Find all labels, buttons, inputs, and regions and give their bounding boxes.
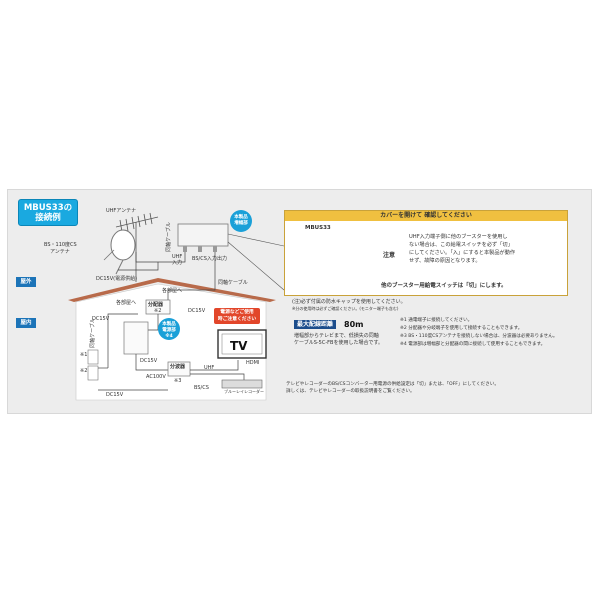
bs-antenna-label-2: アンテナ	[50, 249, 70, 255]
booster-badge: 本製品 増幅部	[230, 210, 252, 232]
power-badge-line-2: 電源部	[162, 328, 176, 333]
title-line-1: MBUS33の	[23, 203, 73, 213]
notice-caution-label: 注意	[383, 252, 396, 259]
switch-notice-box: カバーを開けて 確認してください MBUS33 注意 UHF入力端子側に他のブー…	[284, 210, 568, 296]
recorder-label: ブルーレイレコーダー	[224, 389, 264, 394]
dc15-label-b: DC15V	[188, 308, 206, 314]
notice-body-3: にしてください。「入」にすると本製品が動作	[409, 250, 516, 256]
branch-label-1: 各部屋へ	[162, 288, 183, 294]
zone-indoor-tag: 屋内	[16, 318, 36, 328]
bs-antenna-label-1: BS・110度CS	[44, 242, 77, 248]
booster-badge-line-2: 増幅部	[234, 221, 248, 226]
bottom-note-2: 詳しくは、テレビやレコーダーの取扱説明書をご覧ください。	[286, 389, 415, 394]
dc15-label-d: DC15V	[106, 392, 124, 398]
notice-bottom-text: 他のブースター用給電スイッチは「切」にします。	[381, 283, 507, 289]
spec-value: 80m	[344, 320, 364, 329]
notice-body-1: UHF入力端子側に他のブースターを使用し	[409, 234, 508, 240]
connection-diagram-panel: MBUS33の 接続例	[7, 189, 592, 414]
notice-body-4: せず、故障の原因となります。	[409, 258, 481, 264]
footnote-3: ※3 BS・110度CSアンテナを接続しない場合は、分波器は必要ありません。	[400, 334, 558, 339]
output-label: 出力	[217, 256, 228, 262]
footnote-1: ※1 通電端子に接続してください。	[400, 318, 473, 323]
caution-line-1: 電源などご使用	[220, 310, 254, 315]
coax-cable-label-1: 同軸ケーブル	[165, 222, 172, 252]
splitter1-label: 分配器	[148, 302, 164, 308]
bscs-input-label: BS/CS入力	[192, 256, 217, 262]
caution-badge: 電源などご使用 時ご注意ください	[214, 308, 260, 324]
hdmi-label: HDMI	[246, 360, 260, 366]
caution-line-2: 時ご注意ください	[217, 317, 257, 322]
zone-outdoor-tag: 屋外	[16, 277, 36, 287]
uhf-out-label: UHF	[204, 365, 215, 371]
house-roof	[68, 278, 276, 302]
booster-unit-icon	[177, 223, 229, 252]
dc15-label-a: DC15V	[92, 316, 110, 322]
notice-model-label: MBUS33	[305, 225, 331, 231]
dc15-label-c: DC15V	[140, 358, 158, 364]
spec-title: 最大配線距離	[294, 320, 337, 329]
uhf-input-label-1: UHF	[172, 254, 183, 260]
outlet-note-1: ※1	[80, 352, 88, 358]
coax-cable-label-2: 同軸ケーブル	[218, 280, 248, 286]
indoor-coax-label: 同軸ケーブル	[89, 318, 96, 348]
bs-dish-icon	[103, 229, 136, 275]
uhf-antenna-label: UHFアンテナ	[106, 208, 137, 214]
notice-body-2: ない場合は、この給電スイッチを必ず「切」	[409, 242, 513, 248]
spec-desc-1: 増幅部からテレビまで、低損失の同軸	[294, 333, 379, 339]
ac-label: AC100V	[146, 374, 166, 380]
top-note-1: (注)必ず付属の防水キャップを使用してください。	[292, 299, 406, 305]
branch-label-2: 各部屋へ	[116, 300, 137, 306]
footnote-4: ※4 電源部は増幅部と分配器の間に接続して使用することもできます。	[400, 342, 546, 347]
spec-desc-2: ケーブルS-5C-FBを使用した場合です。	[294, 340, 383, 346]
dc-outdoor-label: DC15V(電源供給)	[96, 276, 138, 282]
title-line-2: 接続例	[35, 213, 61, 223]
top-note-2: ※分の使用時は必ずご確認ください。(モニター端子も含む)	[292, 306, 399, 311]
splitter2-label: 分波器	[170, 364, 186, 370]
bscs-out-label: BS/CS	[194, 385, 209, 391]
splitter1-note: ※2	[154, 308, 162, 314]
splitter2-note: ※3	[174, 378, 182, 384]
title-badge: MBUS33の 接続例	[18, 199, 78, 226]
notice-header: カバーを開けて 確認してください	[285, 211, 567, 221]
bottom-note-1: テレビやレコーダーのBS/CSコンバーター用電源の供給設定は「切」または、「OF…	[286, 382, 499, 387]
power-badge-line-1: 本製品	[162, 322, 176, 327]
tv-label: TV	[230, 339, 248, 353]
footnote-2: ※2 分配器や分岐端子を使用して接続することもできます。	[400, 326, 523, 331]
outlet-note-2: ※2	[80, 368, 88, 374]
power-badge-note: ※4	[165, 334, 173, 339]
booster-badge-line-1: 本製品	[234, 215, 248, 220]
uhf-input-label-2: 入力	[172, 260, 183, 266]
power-unit-badge: 本製品 電源部 ※4	[158, 318, 180, 340]
